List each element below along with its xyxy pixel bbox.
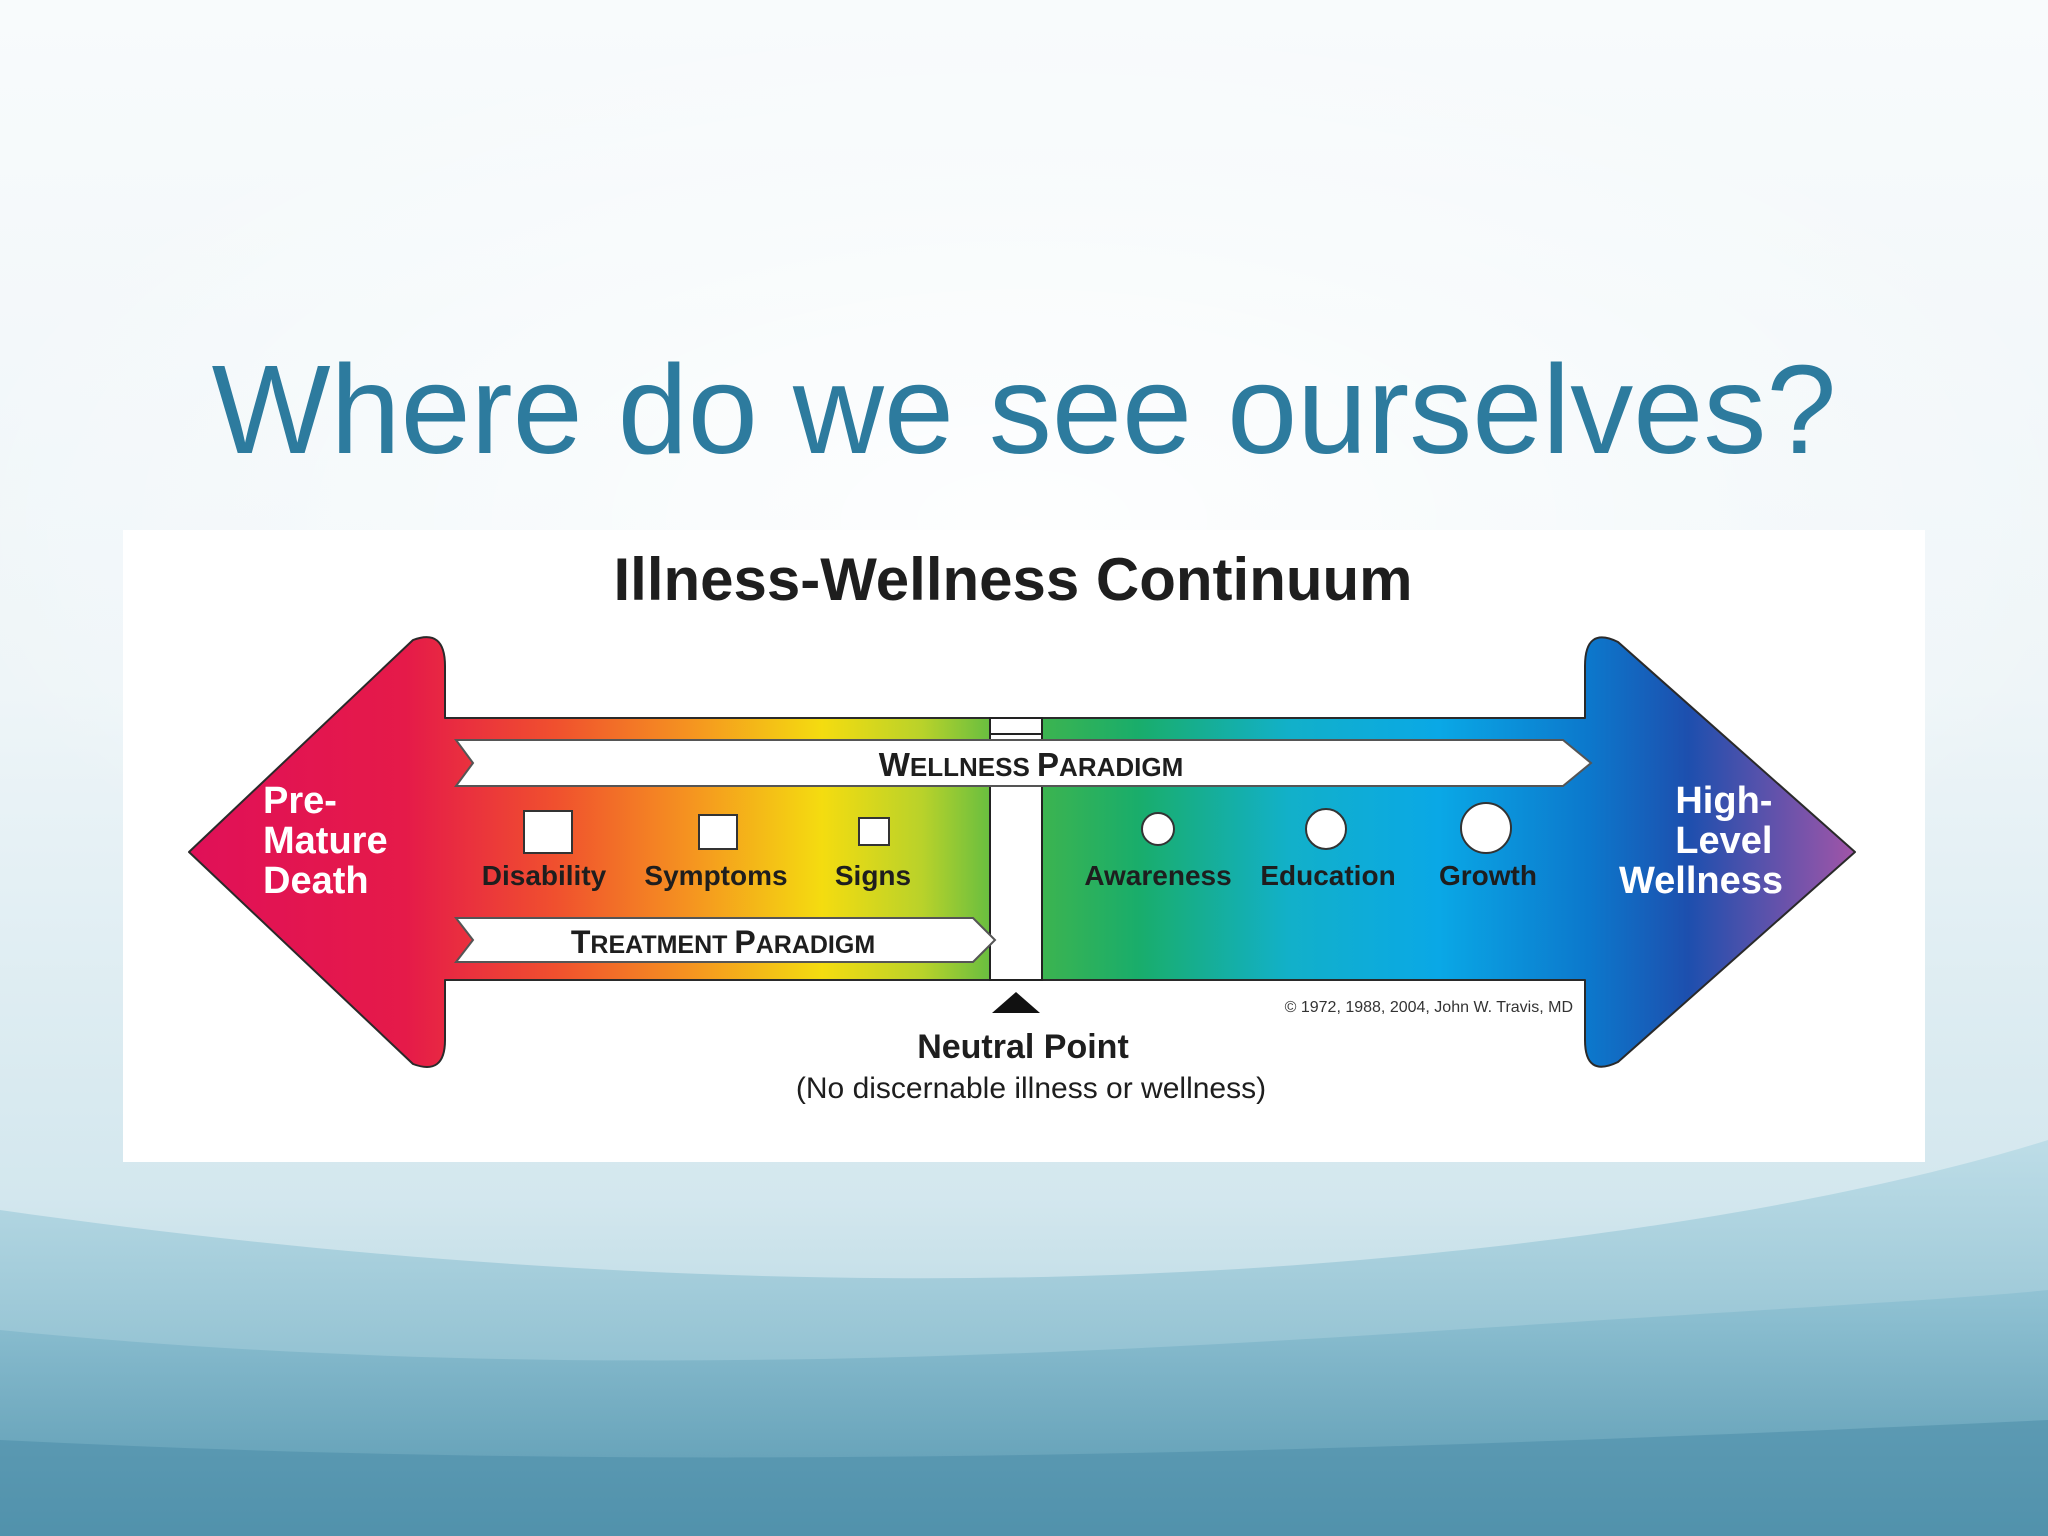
symptoms-marker: [698, 814, 738, 850]
continuum-diagram: WELLNESS PARADIGM TREATMENT PARADIGM Dis…: [123, 530, 1925, 1162]
disability-marker: [523, 810, 573, 854]
slide-title: Where do we see ourselves?: [211, 339, 1837, 480]
wellness-paradigm-label: WELLNESS PARADIGM: [879, 746, 1184, 783]
copyright-notice: © 1972, 1988, 2004, John W. Travis, MD: [1285, 999, 1573, 1016]
treatment-paradigm-label: TREATMENT PARADIGM: [571, 924, 875, 960]
symptoms-label: Symptoms: [644, 860, 787, 891]
disability-label: Disability: [482, 860, 607, 891]
right-end-label: High- Level Wellness: [1619, 780, 1783, 902]
growth-marker: [1460, 802, 1512, 854]
left-end-label: Pre- Mature Death: [263, 780, 398, 902]
awareness-marker: [1141, 812, 1175, 846]
diagram-title: Illness-Wellness Continuum: [613, 546, 1412, 613]
treatment-paradigm-banner: [453, 917, 997, 963]
neutral-point-description: (No discernable illness or wellness): [796, 1072, 1266, 1105]
education-label: Education: [1260, 860, 1395, 891]
wellness-paradigm-banner: [454, 739, 1593, 787]
signs-marker: [858, 817, 890, 846]
growth-label: Growth: [1439, 860, 1537, 891]
neutral-point-marker: [992, 992, 1040, 1013]
education-marker: [1305, 808, 1347, 850]
awareness-label: Awareness: [1084, 860, 1231, 891]
neutral-point-label: Neutral Point: [917, 1028, 1129, 1066]
signs-label: Signs: [835, 860, 911, 891]
